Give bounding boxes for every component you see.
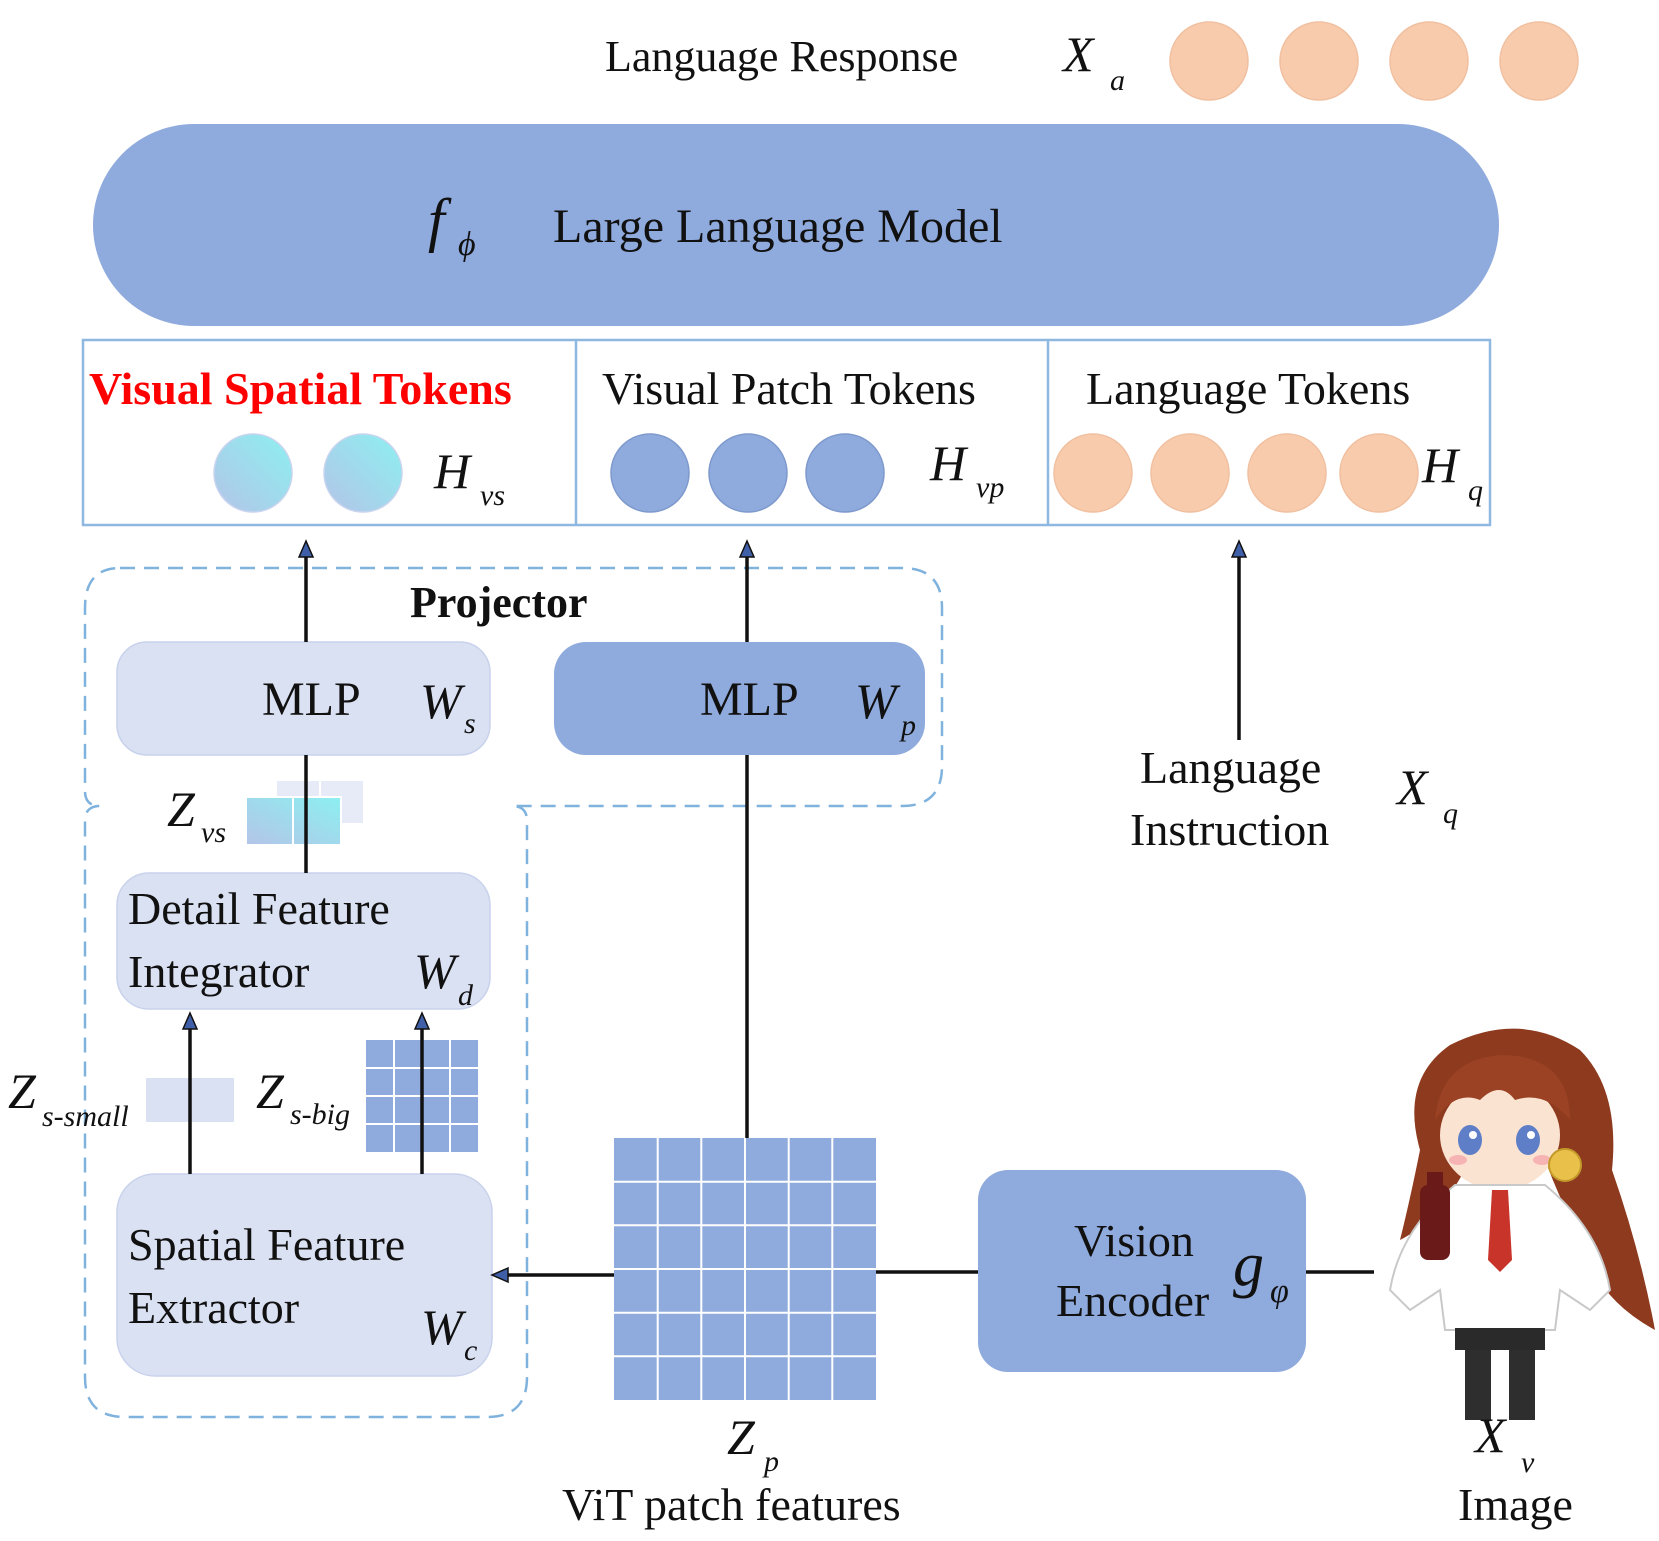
zvs-feature-blocks — [245, 779, 365, 846]
language-token — [1339, 433, 1419, 513]
arrowhead-up — [738, 539, 756, 558]
z-small-symbol: Z — [8, 1063, 37, 1119]
connectors — [188, 550, 1374, 1277]
arrowhead-left — [490, 1266, 509, 1284]
projector-dashed-region — [83, 566, 944, 1419]
wp-symbol: W — [855, 673, 901, 729]
arrowhead-up — [297, 539, 315, 558]
image-caption: Image — [1458, 1479, 1573, 1530]
wc-symbol: W — [421, 1299, 467, 1355]
language-response-label: Language Response — [605, 32, 958, 81]
detail-line1: Detail Feature — [128, 883, 390, 934]
wd-symbol: W — [414, 943, 460, 999]
arrowhead-up — [413, 1011, 431, 1030]
hq-symbol: H — [1421, 437, 1461, 493]
wd-subscript: d — [458, 979, 474, 1012]
patch-features-caption: ViT patch features — [562, 1479, 901, 1530]
xv-symbol: X — [1473, 1407, 1508, 1463]
f-phi-subscript: ϕ — [458, 226, 476, 263]
language-token — [1150, 433, 1230, 513]
xv-subscript: v — [1521, 1446, 1535, 1479]
zvs-symbol: Z — [167, 781, 196, 837]
response-token-circles — [1169, 21, 1579, 101]
response-token — [1169, 21, 1249, 101]
mlp-patch-box — [554, 642, 925, 755]
language-token-circles — [1053, 433, 1419, 513]
visual-patch-tokens-title: Visual Patch Tokens — [602, 363, 976, 414]
mlp-spatial-box — [116, 641, 491, 756]
xa-subscript: a — [1110, 64, 1125, 97]
hvs-subscript: vs — [480, 479, 505, 512]
patch-token-circles — [610, 433, 885, 513]
z-big-subscript: s-big — [290, 1098, 350, 1131]
instruction-line2: Instruction — [1130, 804, 1329, 855]
xq-subscript: q — [1443, 797, 1458, 830]
mlp-patch-label: MLP — [700, 673, 799, 726]
z-small-subscript: s-small — [42, 1100, 129, 1133]
llm-block — [93, 124, 1499, 326]
arrowhead-up — [1230, 539, 1248, 558]
spatial-token — [213, 433, 293, 513]
xq-symbol: X — [1395, 759, 1430, 815]
response-token — [1389, 21, 1469, 101]
z-big-symbol: Z — [256, 1063, 285, 1119]
ws-symbol: W — [420, 673, 466, 729]
xa-symbol: X — [1061, 26, 1096, 82]
language-tokens-title: Language Tokens — [1086, 363, 1410, 414]
g-varphi-subscript: φ — [1270, 1273, 1289, 1310]
arrowheads — [181, 539, 1248, 1284]
visual-spatial-tokens-title: Visual Spatial Tokens — [89, 363, 512, 414]
zp-subscript: p — [762, 1445, 779, 1478]
hvp-subscript: vp — [976, 471, 1004, 504]
zvs-subscript: vs — [201, 816, 226, 849]
language-token — [1247, 433, 1327, 513]
llm-label: Large Language Model — [553, 200, 1003, 253]
patch-token — [610, 433, 690, 513]
ws-subscript: s — [464, 707, 476, 740]
vision-encoder-box — [978, 1170, 1306, 1372]
detail-line2: Integrator — [128, 946, 309, 997]
mlp-spatial-label: MLP — [262, 673, 361, 726]
spatial-token-circles — [213, 433, 403, 513]
spatial-token — [323, 433, 403, 513]
hq-subscript: q — [1468, 474, 1483, 507]
vision-encoder-line2: Encoder — [1056, 1275, 1209, 1326]
hvp-symbol: H — [929, 435, 969, 491]
input-image-illustration — [1388, 1028, 1655, 1420]
wc-subscript: c — [464, 1334, 477, 1367]
token-sequence-frame — [81, 338, 1492, 527]
instruction-line1: Language — [1140, 742, 1321, 793]
language-token — [1053, 433, 1133, 513]
patch-token — [708, 433, 788, 513]
detail-feature-integrator-box — [116, 872, 491, 1010]
projector-title: Projector — [410, 578, 588, 627]
spatial-line1: Spatial Feature — [128, 1219, 405, 1270]
arrowhead-up — [181, 1011, 199, 1030]
patch-token — [805, 433, 885, 513]
g-varphi-symbol: g — [1233, 1231, 1264, 1299]
hvs-symbol: H — [433, 443, 473, 499]
vision-encoder-line1: Vision — [1074, 1215, 1194, 1266]
response-token — [1279, 21, 1359, 101]
vit-patch-feature-grid — [614, 1138, 876, 1400]
zp-symbol: Z — [727, 1409, 756, 1465]
response-token — [1499, 21, 1579, 101]
spatial-line2: Extractor — [128, 1282, 299, 1333]
wp-subscript: p — [899, 709, 916, 742]
